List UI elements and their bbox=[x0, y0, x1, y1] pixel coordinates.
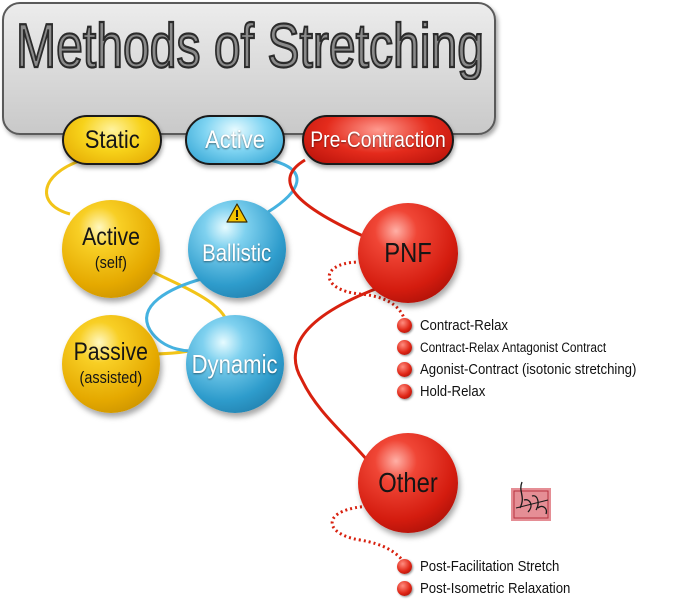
sphere-dynamic-label: Dynamic bbox=[192, 349, 278, 379]
bullet-icon bbox=[397, 558, 412, 574]
sphere-other-label: Other bbox=[378, 467, 438, 498]
signature-stamp-icon bbox=[511, 481, 551, 521]
list-item-label: Hold-Relax bbox=[420, 382, 486, 400]
category-active-label: Active bbox=[205, 125, 265, 154]
sphere-pnf: PNF bbox=[358, 203, 458, 303]
sphere-other: Other bbox=[358, 433, 458, 533]
sphere-ballistic-label: Ballistic bbox=[202, 240, 272, 267]
category-pre-contraction: Pre-Contraction bbox=[302, 115, 454, 165]
category-static-label: Static bbox=[84, 125, 140, 154]
sphere-passive-label: Passive bbox=[73, 337, 149, 366]
svg-text:Methods of Stretching: Methods of Stretching bbox=[16, 12, 484, 80]
warning-icon bbox=[226, 203, 248, 223]
list-item-label: Contract-Relax bbox=[420, 316, 509, 334]
list-item: Post-Facilitation Stretch bbox=[397, 555, 591, 577]
connector-pnf-list bbox=[327, 260, 406, 319]
other-list: Post-Facilitation Stretch Post-Isometric… bbox=[397, 555, 591, 599]
page-title: Methods of Stretching bbox=[15, 11, 485, 80]
bullet-icon bbox=[397, 339, 412, 355]
sphere-active-self-sub: (self) bbox=[94, 252, 128, 272]
list-item: Agonist-Contract (isotonic stretching) bbox=[397, 358, 666, 380]
list-item-label: Post-Facilitation Stretch bbox=[420, 557, 560, 575]
list-item: Contract-Relax Antagonist Contract bbox=[397, 336, 666, 358]
list-item: Post-Isometric Relaxation bbox=[397, 577, 591, 599]
title-panel bbox=[2, 2, 496, 135]
sphere-pnf-label: PNF bbox=[384, 237, 432, 268]
sphere-passive: Passive (assisted) bbox=[62, 315, 160, 413]
bullet-icon bbox=[397, 317, 412, 333]
bullet-icon bbox=[397, 361, 412, 377]
bullet-icon bbox=[397, 383, 412, 399]
connector-ballistic-dynamic bbox=[145, 276, 206, 353]
list-item-label: Post-Isometric Relaxation bbox=[420, 579, 571, 597]
sphere-active-self-label: Active bbox=[82, 222, 140, 251]
list-item-label: Contract-Relax Antagonist Contract bbox=[420, 339, 607, 355]
sphere-passive-sub: (assisted) bbox=[79, 367, 143, 387]
list-item: Hold-Relax bbox=[397, 380, 666, 402]
list-item: Contract-Relax bbox=[397, 314, 666, 336]
pnf-list: Contract-Relax Contract-Relax Antagonist… bbox=[397, 314, 666, 402]
connector-other-list bbox=[330, 504, 406, 563]
connector-pre-pnf bbox=[288, 158, 373, 242]
connector-active-ballistic bbox=[267, 158, 299, 214]
sphere-active-self: Active (self) bbox=[62, 200, 160, 298]
category-active: Active bbox=[185, 115, 285, 165]
connector-static-active-self bbox=[45, 158, 83, 216]
category-static: Static bbox=[62, 115, 162, 165]
bullet-icon bbox=[397, 580, 412, 596]
list-item-label: Agonist-Contract (isotonic stretching) bbox=[420, 360, 637, 378]
category-pre-contraction-label: Pre-Contraction bbox=[310, 127, 446, 152]
connector-pnf-other bbox=[293, 286, 379, 467]
sphere-dynamic: Dynamic bbox=[186, 315, 284, 413]
